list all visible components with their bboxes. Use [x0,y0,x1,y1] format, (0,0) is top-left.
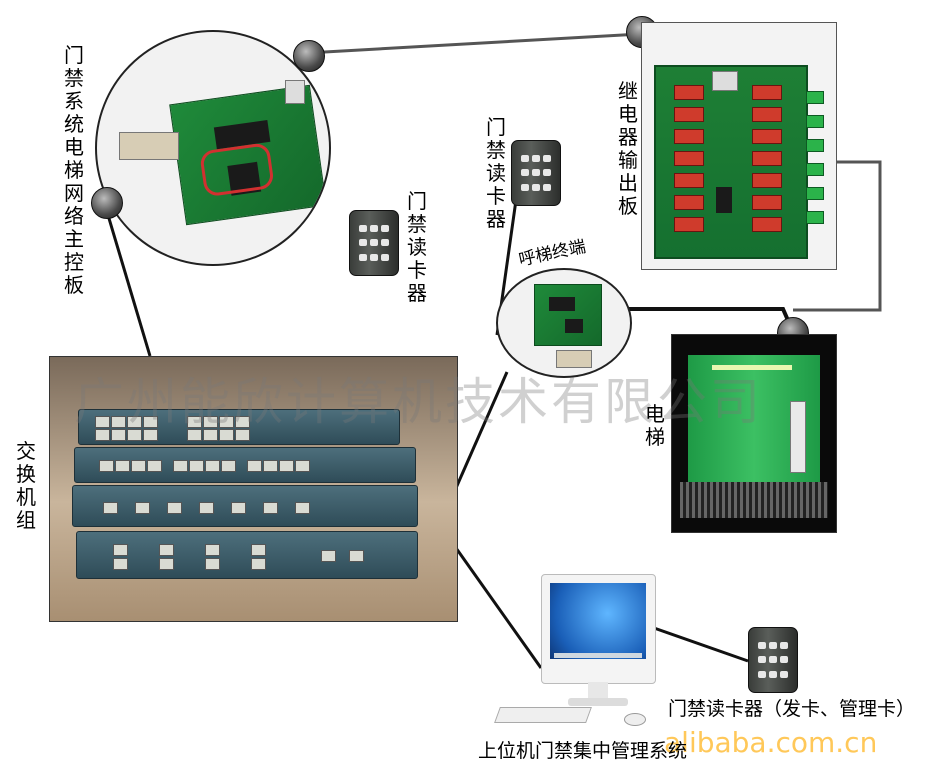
switch-unit [76,531,418,579]
card-reader-terminal [511,140,561,206]
switch-unit [74,447,416,483]
connector-knob [293,40,325,72]
main-controller-label: 门禁系统电梯网络主控板 [62,44,86,297]
site-watermark: alibaba.com.cn [664,726,877,759]
mouse [624,713,646,726]
serial-connector [119,132,179,160]
keyboard [494,707,592,723]
monitor-screen [550,583,646,659]
card-reader-label-main: 门禁读卡器 [405,190,429,305]
relay-network-port [712,71,738,91]
relay-board-photo [641,22,837,270]
monitor-base [568,698,628,706]
card-reader-main [349,210,399,276]
host-computer-monitor [541,574,656,684]
switch-group-label: 交换机组 [14,440,38,532]
network-port [285,80,305,104]
card-reader-issuer [748,627,798,693]
wire-switch-to-computer [456,548,541,668]
card-reader-label-terminal: 门禁读卡器 [484,116,508,231]
relay-board-label: 继电器输出板 [616,80,640,218]
elevator-label: 电梯 [643,403,667,449]
elevator-panel [790,401,806,473]
connector-knob [91,187,123,219]
main-controller-pcb [169,85,327,226]
host-system-label: 上位机门禁集中管理系统 [478,736,687,763]
call-terminal-pcb [534,284,602,346]
relay-board-pcb [654,65,808,259]
wire-computer-to-reader [654,628,748,661]
elevator-floor [680,482,828,518]
issuer-reader-label: 门禁读卡器（发卡、管理卡） [668,694,915,721]
switch-unit [72,485,418,527]
wire-main-to-relay [307,34,640,53]
